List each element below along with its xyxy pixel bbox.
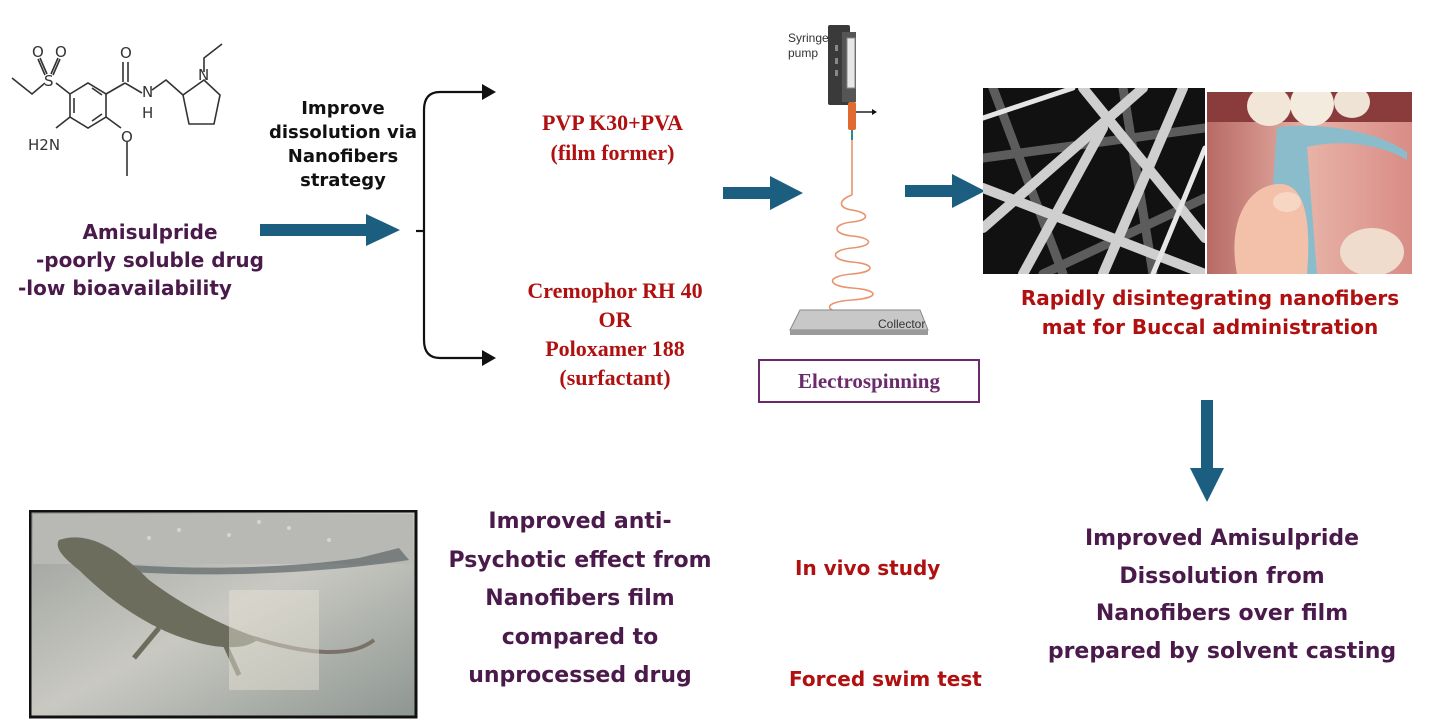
dissolution-result: Improved Amisulpride Dissolution from Na… (1010, 520, 1434, 670)
nanofiber-mat-caption: Rapidly disintegrating nanofibers mat fo… (980, 284, 1440, 342)
collector-label: Collector (878, 317, 925, 331)
surfactant-label: Cremophor RH 40 OR Poloxamer 188 (surfac… (505, 276, 725, 392)
amisulpride-structure: O O S O N H N H2N O (11, 43, 223, 176)
strategy-line: strategy (300, 170, 386, 191)
arrow-right-icon (260, 214, 400, 246)
strategy-text: Improve dissolution via Nanofibers strat… (258, 97, 428, 193)
drug-problem: -low bioavailability (18, 276, 232, 300)
caption-line: Rapidly disintegrating nanofibers (1020, 286, 1400, 310)
sem-nanofibers-image (983, 88, 1205, 274)
surfactant-role: (surfactant) (559, 365, 671, 390)
atom-amine: H2N (28, 136, 60, 154)
drug-problem: -poorly soluble drug (36, 248, 264, 272)
atom-h: H (142, 104, 153, 122)
atom-n: N (142, 83, 153, 101)
collector-plate-icon (789, 309, 929, 335)
antipsychotic-result: Improved anti- Psychotic effect from Nan… (420, 503, 740, 696)
caption-line: mat for Buccal administration (1041, 315, 1379, 339)
syringe-label: Syringe (788, 31, 829, 45)
atom-s: S (44, 72, 54, 90)
rat-icon (57, 537, 376, 677)
strategy-line: Improve (301, 98, 385, 119)
branch-bracket-icon (416, 90, 484, 360)
electrospinning-label: Electrospinning (798, 368, 940, 393)
drug-name: Amisulpride (82, 220, 218, 244)
arrow-right-icon (723, 176, 803, 210)
forced-swim-test-photo (29, 510, 418, 719)
fiber-jet-icon (828, 140, 882, 323)
atom-o: O (121, 128, 133, 146)
film-former-name: PVP K30+PVA (541, 110, 684, 135)
strategy-line: dissolution via (268, 122, 418, 143)
result-line: Nanofibers film (485, 586, 675, 611)
result-line: Psychotic effect from (448, 547, 712, 573)
bracket-arrowhead-top-icon (482, 84, 496, 100)
atom-o: O (55, 43, 67, 61)
surfactant-or: OR (598, 307, 632, 332)
film-former-role: (film former) (550, 140, 675, 165)
atom-o: O (32, 43, 44, 61)
result-line: Dissolution from (1119, 563, 1325, 589)
drug-description: Amisulpride -poorly soluble drug -low bi… (10, 218, 290, 302)
buccal-film-photo (1207, 92, 1412, 274)
film-former-label: PVP K30+PVA (film former) (505, 108, 720, 168)
pump-label: pump (788, 46, 818, 60)
surfactant-option: Poloxamer 188 (545, 336, 685, 361)
result-line: Improved anti- (488, 509, 672, 534)
surfactant-option: Cremophor RH 40 (527, 278, 703, 303)
result-line: compared to (501, 624, 659, 650)
arrow-right-icon (905, 174, 985, 208)
in-vivo-study-label: In vivo study (795, 556, 941, 580)
electrospinning-illustration: Syringe pump Collector (788, 25, 929, 335)
bracket-arrowhead-bottom-icon (482, 350, 496, 366)
arrow-down-icon (1190, 400, 1224, 502)
forced-swim-test-label: Forced swim test (789, 667, 982, 691)
atom-o: O (120, 44, 132, 62)
result-line: unprocessed drug (468, 663, 692, 688)
result-line: prepared by solvent casting (1047, 638, 1397, 664)
result-line: Nanofibers over film (1095, 601, 1349, 626)
atom-n: N (198, 66, 209, 84)
strategy-line: Nanofibers (287, 146, 399, 167)
result-line: Improved Amisulpride (1084, 526, 1360, 551)
syringe-pump-icon (828, 25, 877, 140)
electrospinning-box: Electrospinning (758, 359, 980, 403)
